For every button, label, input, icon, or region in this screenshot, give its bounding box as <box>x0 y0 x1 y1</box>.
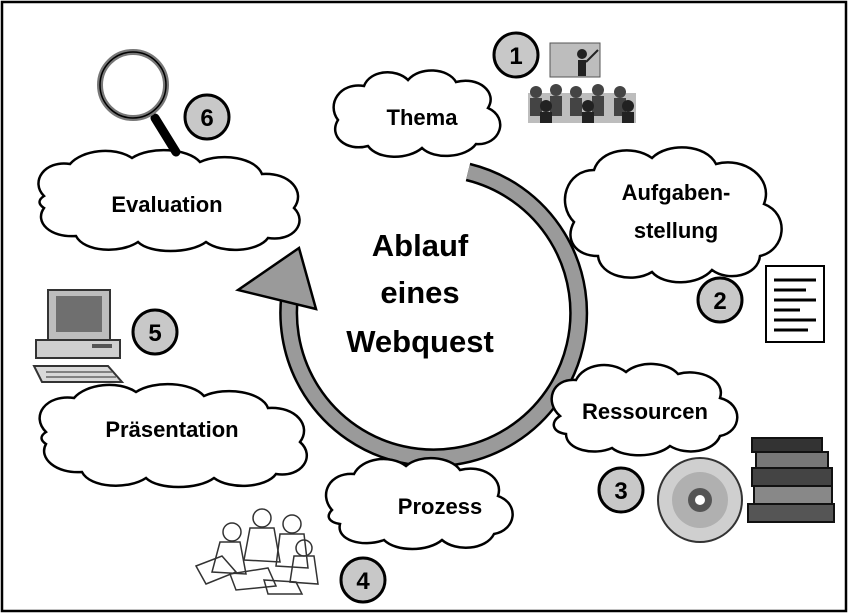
badge-5: 5 <box>131 308 179 356</box>
label-evaluation: Evaluation <box>111 192 222 217</box>
step-prozess: Prozess 4 <box>194 456 514 604</box>
group-work-icon <box>194 508 319 595</box>
badge-1-number: 1 <box>509 43 522 70</box>
cloud-prozess <box>324 456 514 551</box>
badge-3: 3 <box>597 466 645 514</box>
label-aufgabenstellung-2: stellung <box>634 218 718 243</box>
magnifier-icon <box>97 49 181 157</box>
label-aufgabenstellung-1: Aufgaben- <box>622 180 731 205</box>
step-praesentation: Präsentation 5 <box>32 289 308 489</box>
title-line-2: eines <box>380 275 459 310</box>
step-evaluation: Evaluation 6 <box>37 49 301 253</box>
classroom-teacher-icon <box>528 42 636 123</box>
badge-3-number: 3 <box>614 478 627 505</box>
label-ressourcen: Ressourcen <box>582 399 708 424</box>
step-ressourcen: Ressourcen 3 <box>550 362 835 543</box>
label-prozess: Prozess <box>398 494 482 519</box>
badge-1: 1 <box>492 31 540 79</box>
computer-icon <box>32 289 125 383</box>
cloud-evaluation <box>37 148 301 253</box>
cycle-arrow <box>234 162 589 468</box>
cd-and-books-icon <box>657 437 835 543</box>
cloud-praesentation <box>38 382 308 489</box>
badge-2: 2 <box>696 276 744 324</box>
center-title: Ablauf eines Webquest <box>346 228 494 359</box>
badge-6: 6 <box>183 93 231 141</box>
cloud-thema <box>332 69 502 158</box>
badge-4: 4 <box>339 556 387 604</box>
badge-2-number: 2 <box>713 288 726 315</box>
label-praesentation: Präsentation <box>105 417 238 442</box>
label-thema: Thema <box>387 105 459 130</box>
title-line-1: Ablauf <box>372 228 469 263</box>
badge-6-number: 6 <box>200 105 213 132</box>
step-thema: Thema 1 <box>332 31 636 158</box>
badge-5-number: 5 <box>148 320 161 347</box>
badge-4-number: 4 <box>356 568 370 595</box>
step-aufgabenstellung: Aufgaben- stellung 2 <box>563 146 825 343</box>
title-line-3: Webquest <box>346 324 494 359</box>
document-icon <box>765 265 825 343</box>
cloud-aufgabenstellung <box>563 146 783 284</box>
cloud-ressourcen <box>550 362 739 457</box>
